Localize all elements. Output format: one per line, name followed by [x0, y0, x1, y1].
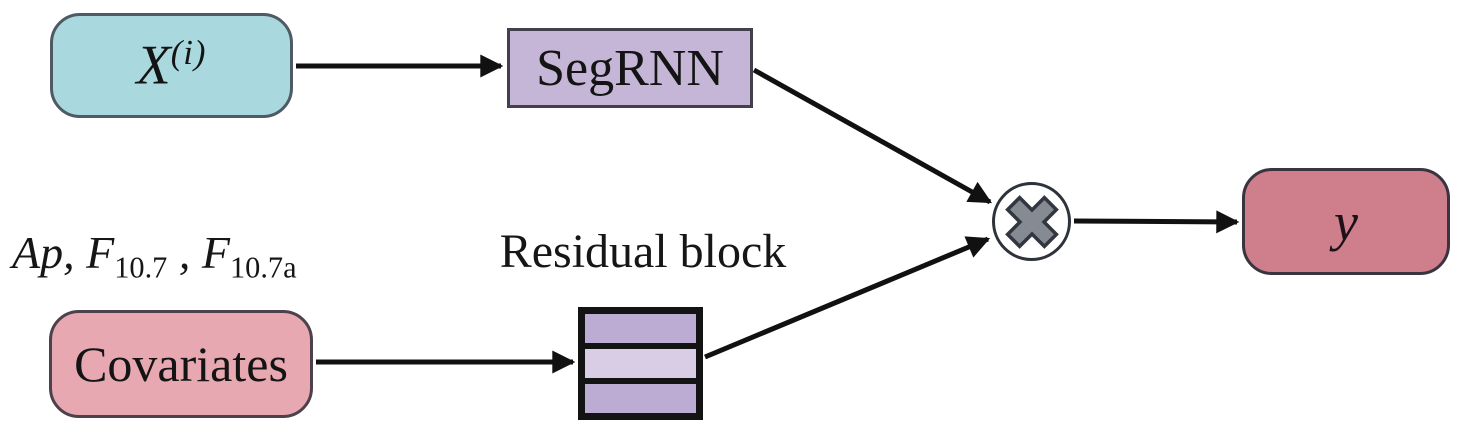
- covariates-label: Covariates: [74, 336, 288, 392]
- edge-residual-multiply: [704, 236, 991, 360]
- covariate-sub-f107: 10.7: [114, 250, 168, 285]
- output-node: y: [1242, 168, 1450, 275]
- input-superscript: (i): [170, 33, 207, 73]
- covariate-sub-f107a: 10.7a: [229, 250, 297, 285]
- output-label: y: [1334, 191, 1358, 252]
- segrnn-label: SegRNN: [536, 39, 724, 97]
- residual-layer-middle: [585, 349, 696, 378]
- multiply-icon: [1004, 194, 1059, 249]
- multiply-node: [992, 182, 1071, 261]
- segrnn-node: SegRNN: [507, 28, 753, 108]
- residual-layer-top: [585, 314, 696, 343]
- input-label: X(i): [136, 33, 207, 97]
- residual-block-label: Residual block: [499, 225, 787, 278]
- covariates-node: Covariates: [49, 310, 313, 418]
- edge-segrnn-multiply: [752, 67, 993, 205]
- residual-layer-bottom: [585, 384, 696, 413]
- covariate-vars-label: Ap, F10.7 , F10.7a: [12, 227, 297, 285]
- residual-block-node: [578, 307, 703, 420]
- input-node: X(i): [50, 13, 293, 118]
- edge-multiply-output: [1073, 210, 1240, 234]
